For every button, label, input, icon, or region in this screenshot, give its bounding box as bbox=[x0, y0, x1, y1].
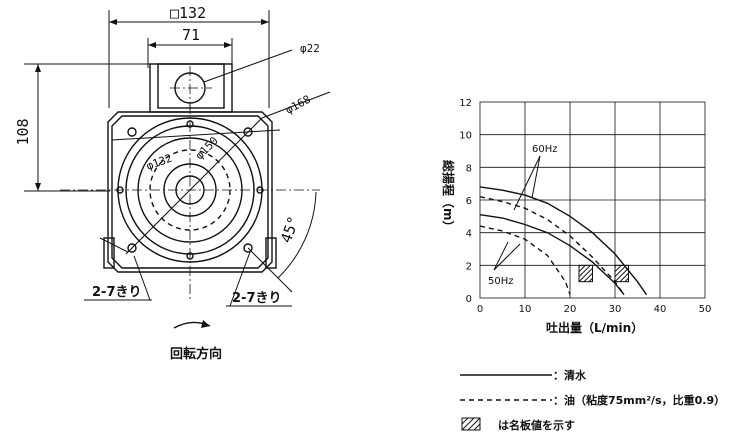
dim-square-132: □132 bbox=[170, 4, 206, 22]
y-axis-label: 総揚程（m） bbox=[441, 160, 456, 233]
hatch-line bbox=[624, 277, 629, 282]
x-tick-label: 10 bbox=[519, 304, 532, 315]
series-line-50hz-dashed bbox=[479, 225, 571, 295]
series-line-60hz-solid bbox=[479, 186, 648, 296]
legend-dashed-label: ：油（粘度75mm²/s，比重0.9） bbox=[553, 393, 725, 407]
dim-dia-132: φ132 bbox=[145, 152, 174, 173]
hatch-line bbox=[615, 265, 627, 278]
x-axis-label: 吐出量（L/min） bbox=[546, 320, 643, 335]
hatch-line bbox=[559, 265, 575, 281]
hatch-line bbox=[579, 265, 586, 273]
rotation-direction-label: 回転方向 bbox=[170, 346, 222, 362]
y-tick-label: 6 bbox=[466, 196, 472, 207]
legend-hatch-swatch bbox=[461, 417, 481, 431]
hole-callout-left: 2-7きり bbox=[92, 285, 142, 300]
dim-height-108: 108 bbox=[14, 118, 32, 145]
hatch-line bbox=[588, 277, 593, 282]
hatch-line bbox=[630, 265, 646, 281]
dim-dia-22: φ22 bbox=[300, 42, 320, 55]
rated-box bbox=[559, 264, 593, 283]
y-tick-label: 8 bbox=[466, 163, 472, 174]
dim-angle-45: 45° bbox=[277, 214, 303, 246]
y-tick-label: 4 bbox=[466, 229, 472, 240]
chart-legend: ：清水 ：油（粘度75mm²/s，比重0.9） は名板値を示す bbox=[460, 368, 725, 432]
series-line-50hz-solid bbox=[479, 214, 625, 296]
hatch-line bbox=[635, 265, 651, 281]
x-tick-label: 50 bbox=[699, 304, 712, 315]
hatch-line bbox=[583, 272, 593, 282]
series-line-60hz-dashed bbox=[479, 196, 625, 296]
hatch-line bbox=[615, 265, 622, 273]
rated-box bbox=[614, 264, 656, 283]
performance-chart: 0 2 4 6 8 10 12 0 10 20 30 40 50 60Hz 50Hz 総揚程（m） 吐… bbox=[441, 98, 711, 335]
hole-callout-right: 2-7きり bbox=[232, 291, 282, 306]
y-axis-ticks: 0 2 4 6 8 10 12 bbox=[459, 98, 472, 305]
dim-width-71: 71 bbox=[182, 26, 200, 44]
annotation-50hz: 50Hz bbox=[488, 276, 514, 287]
dim-dia-168: φ168 bbox=[283, 93, 313, 117]
x-axis-ticks: 0 10 20 30 40 50 bbox=[477, 304, 712, 315]
annotation-60hz: 60Hz bbox=[532, 144, 558, 155]
x-tick-label: 20 bbox=[564, 304, 577, 315]
hatch-line bbox=[579, 265, 591, 278]
x-tick-label: 30 bbox=[609, 304, 622, 315]
hatch-line bbox=[579, 267, 593, 282]
y-tick-label: 12 bbox=[459, 98, 472, 109]
motor-outline-drawing: □132 71 108 φ22 bbox=[14, 4, 331, 362]
x-tick-label: 0 bbox=[477, 304, 483, 315]
y-tick-label: 10 bbox=[459, 131, 472, 142]
legend-hatch-label: は名板値を示す bbox=[498, 418, 575, 432]
hatch-line bbox=[615, 267, 629, 282]
hatch-line bbox=[640, 265, 656, 281]
hatch-line bbox=[579, 265, 581, 268]
y-tick-label: 2 bbox=[466, 261, 472, 272]
x-tick-label: 40 bbox=[654, 304, 667, 315]
chart-series bbox=[479, 186, 648, 296]
hatch-line bbox=[619, 272, 629, 282]
rated-point-markers bbox=[559, 264, 656, 283]
y-tick-label: 0 bbox=[466, 294, 472, 305]
legend-solid-label: ：清水 bbox=[553, 368, 587, 382]
